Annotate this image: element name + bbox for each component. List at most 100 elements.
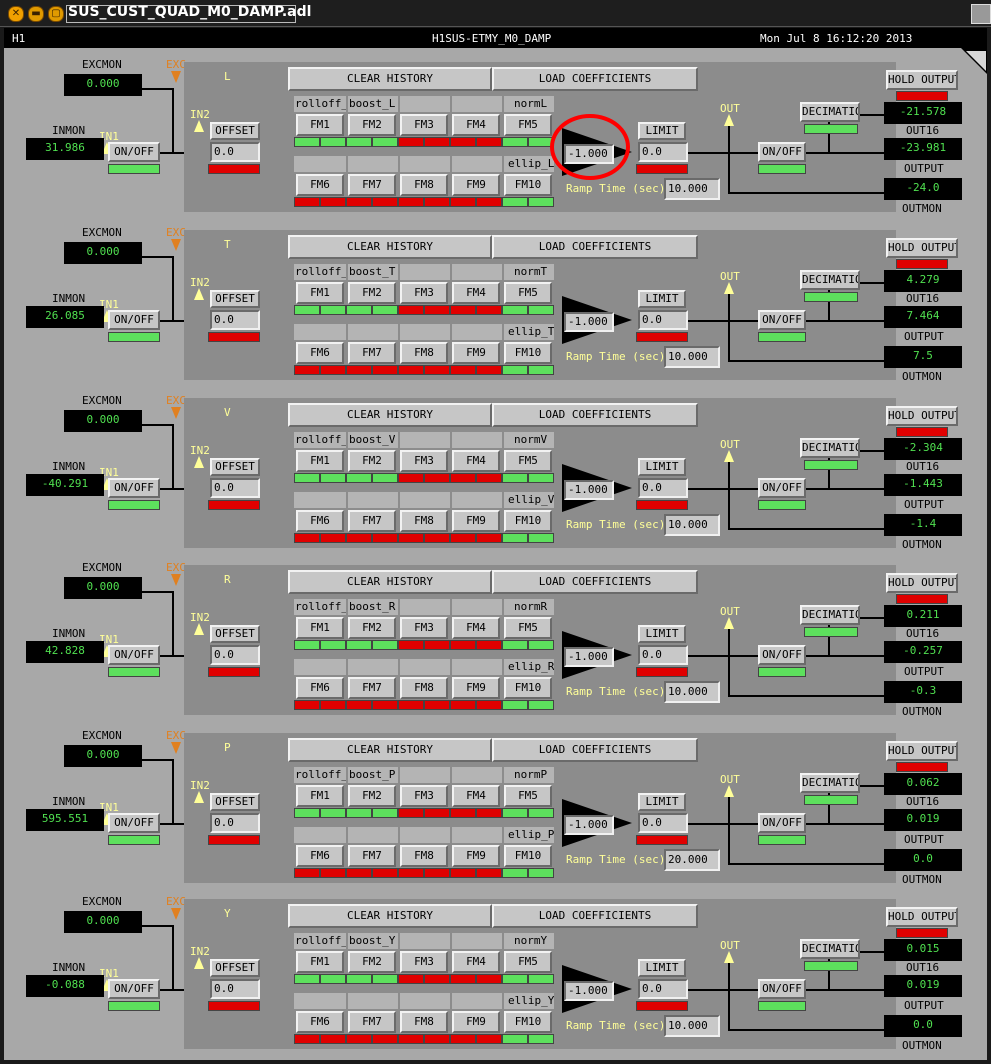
hold-output-button[interactable]: HOLD OUTPUT: [886, 573, 958, 593]
hold-output-button[interactable]: HOLD OUTPUT: [886, 907, 958, 927]
fm3-button[interactable]: FM3: [400, 282, 448, 304]
input-on-off-button[interactable]: ON/OFF: [108, 478, 160, 498]
minimize-icon[interactable]: ▬: [28, 6, 44, 22]
fm7-button[interactable]: FM7: [348, 845, 396, 867]
limit-field[interactable]: 0.0: [638, 310, 688, 330]
gain-field[interactable]: -1.000: [564, 981, 614, 1001]
fm5-button[interactable]: FM5: [504, 951, 552, 973]
ramp-time-field[interactable]: 10.000: [664, 1015, 720, 1037]
offset-field[interactable]: 0.0: [210, 979, 260, 999]
limit-button[interactable]: LIMIT: [638, 290, 686, 308]
fm10-button[interactable]: FM10: [504, 845, 552, 867]
offset-button[interactable]: OFFSET: [210, 290, 260, 308]
decimation-button[interactable]: DECIMATION: [800, 773, 860, 793]
clear-history-button[interactable]: CLEAR HISTORY: [288, 904, 492, 928]
ramp-time-field[interactable]: 10.000: [664, 178, 720, 200]
fm6-button[interactable]: FM6: [296, 510, 344, 532]
fm6-button[interactable]: FM6: [296, 1011, 344, 1033]
load-coefficients-button[interactable]: LOAD COEFFICIENTS: [492, 403, 698, 427]
input-on-off-button[interactable]: ON/OFF: [108, 645, 160, 665]
offset-button[interactable]: OFFSET: [210, 625, 260, 643]
offset-field[interactable]: 0.0: [210, 478, 260, 498]
decimation-button[interactable]: DECIMATION: [800, 605, 860, 625]
offset-field[interactable]: 0.0: [210, 310, 260, 330]
input-on-off-button[interactable]: ON/OFF: [108, 979, 160, 999]
offset-button[interactable]: OFFSET: [210, 458, 260, 476]
decimation-button[interactable]: DECIMATION: [800, 939, 860, 959]
hold-output-button[interactable]: HOLD OUTPUT: [886, 406, 958, 426]
limit-field[interactable]: 0.0: [638, 979, 688, 999]
hold-output-button[interactable]: HOLD OUTPUT: [886, 238, 958, 258]
hold-output-button[interactable]: HOLD OUTPUT: [886, 741, 958, 761]
fm10-button[interactable]: FM10: [504, 677, 552, 699]
output-on-off-button[interactable]: ON/OFF: [758, 645, 806, 665]
fm10-button[interactable]: FM10: [504, 1011, 552, 1033]
fm5-button[interactable]: FM5: [504, 282, 552, 304]
fm4-button[interactable]: FM4: [452, 951, 500, 973]
fm7-button[interactable]: FM7: [348, 677, 396, 699]
fm8-button[interactable]: FM8: [400, 342, 448, 364]
limit-field[interactable]: 0.0: [638, 142, 688, 162]
fm8-button[interactable]: FM8: [400, 510, 448, 532]
fm1-button[interactable]: FM1: [296, 617, 344, 639]
output-on-off-button[interactable]: ON/OFF: [758, 478, 806, 498]
fm9-button[interactable]: FM9: [452, 1011, 500, 1033]
fm7-button[interactable]: FM7: [348, 174, 396, 196]
fm5-button[interactable]: FM5: [504, 450, 552, 472]
fm4-button[interactable]: FM4: [452, 617, 500, 639]
fm1-button[interactable]: FM1: [296, 785, 344, 807]
fm4-button[interactable]: FM4: [452, 785, 500, 807]
limit-field[interactable]: 0.0: [638, 813, 688, 833]
gain-field[interactable]: -1.000: [564, 815, 614, 835]
load-coefficients-button[interactable]: LOAD COEFFICIENTS: [492, 904, 698, 928]
close-icon[interactable]: ✕: [8, 6, 24, 22]
fm9-button[interactable]: FM9: [452, 677, 500, 699]
fm4-button[interactable]: FM4: [452, 114, 500, 136]
ramp-time-field[interactable]: 10.000: [664, 346, 720, 368]
gain-field[interactable]: -1.000: [564, 312, 614, 332]
input-on-off-button[interactable]: ON/OFF: [108, 813, 160, 833]
clear-history-button[interactable]: CLEAR HISTORY: [288, 235, 492, 259]
fm1-button[interactable]: FM1: [296, 114, 344, 136]
fm3-button[interactable]: FM3: [400, 617, 448, 639]
fm7-button[interactable]: FM7: [348, 510, 396, 532]
offset-field[interactable]: 0.0: [210, 142, 260, 162]
fm2-button[interactable]: FM2: [348, 282, 396, 304]
load-coefficients-button[interactable]: LOAD COEFFICIENTS: [492, 235, 698, 259]
ramp-time-field[interactable]: 20.000: [664, 849, 720, 871]
output-on-off-button[interactable]: ON/OFF: [758, 310, 806, 330]
limit-button[interactable]: LIMIT: [638, 458, 686, 476]
offset-field[interactable]: 0.0: [210, 645, 260, 665]
fm4-button[interactable]: FM4: [452, 282, 500, 304]
load-coefficients-button[interactable]: LOAD COEFFICIENTS: [492, 738, 698, 762]
limit-button[interactable]: LIMIT: [638, 122, 686, 140]
fm2-button[interactable]: FM2: [348, 951, 396, 973]
offset-button[interactable]: OFFSET: [210, 122, 260, 140]
offset-field[interactable]: 0.0: [210, 813, 260, 833]
limit-field[interactable]: 0.0: [638, 645, 688, 665]
fm2-button[interactable]: FM2: [348, 114, 396, 136]
fm4-button[interactable]: FM4: [452, 450, 500, 472]
fm10-button[interactable]: FM10: [504, 174, 552, 196]
limit-button[interactable]: LIMIT: [638, 959, 686, 977]
input-on-off-button[interactable]: ON/OFF: [108, 310, 160, 330]
load-coefficients-button[interactable]: LOAD COEFFICIENTS: [492, 67, 698, 91]
clear-history-button[interactable]: CLEAR HISTORY: [288, 570, 492, 594]
fm6-button[interactable]: FM6: [296, 174, 344, 196]
offset-button[interactable]: OFFSET: [210, 793, 260, 811]
output-on-off-button[interactable]: ON/OFF: [758, 979, 806, 999]
fm2-button[interactable]: FM2: [348, 785, 396, 807]
decimation-button[interactable]: DECIMATION: [800, 102, 860, 122]
output-on-off-button[interactable]: ON/OFF: [758, 142, 806, 162]
fm8-button[interactable]: FM8: [400, 174, 448, 196]
ramp-time-field[interactable]: 10.000: [664, 514, 720, 536]
load-coefficients-button[interactable]: LOAD COEFFICIENTS: [492, 570, 698, 594]
gain-field[interactable]: -1.000: [564, 647, 614, 667]
fm6-button[interactable]: FM6: [296, 342, 344, 364]
offset-button[interactable]: OFFSET: [210, 959, 260, 977]
clear-history-button[interactable]: CLEAR HISTORY: [288, 403, 492, 427]
window-menu-icon[interactable]: [971, 4, 991, 24]
limit-button[interactable]: LIMIT: [638, 625, 686, 643]
fm2-button[interactable]: FM2: [348, 450, 396, 472]
fm1-button[interactable]: FM1: [296, 951, 344, 973]
